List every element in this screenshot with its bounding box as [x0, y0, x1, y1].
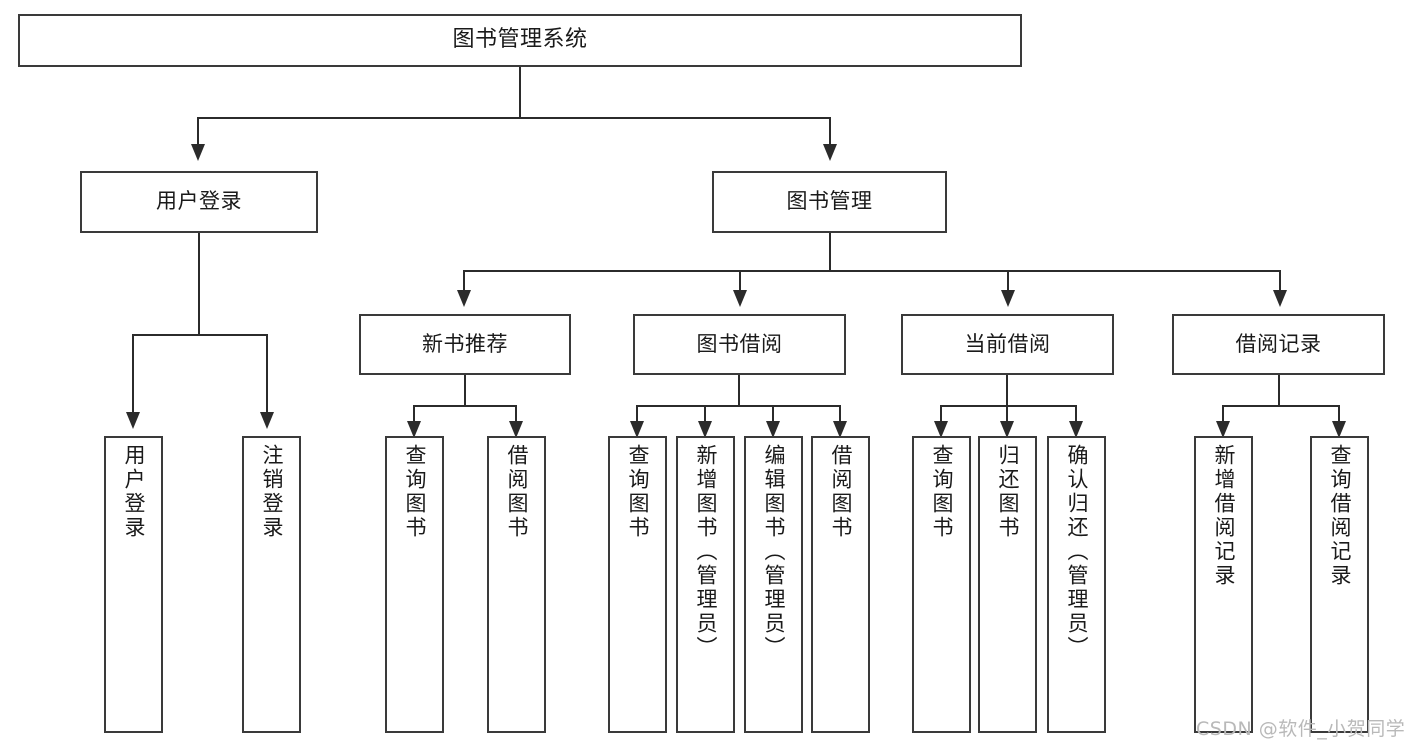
- edge-drop-user-login: [197, 117, 199, 146]
- node-root-book-management-system[interactable]: 图书管理系统: [18, 14, 1022, 67]
- edge-book-borrow-bus: [636, 405, 841, 407]
- node-label: 查询图书: [930, 444, 954, 540]
- node-label: 图书管理系统: [452, 27, 588, 53]
- edge-level2-bus: [463, 270, 1281, 272]
- arrow-book-borrow-leaf-1: [630, 421, 644, 438]
- edge-level1-bus: [197, 117, 831, 119]
- edge-user-login-drop-1: [132, 334, 134, 414]
- arrow-new-book-leaf-1: [407, 421, 421, 438]
- edge-level2-drop-4: [1279, 270, 1281, 292]
- arrow-level2-book-borrow: [733, 290, 747, 307]
- arrow-borrow-record-leaf-1: [1216, 421, 1230, 438]
- node-leaf-confirm-return-admin[interactable]: 确认归还（管理员）: [1047, 436, 1106, 733]
- edge-level2-drop-2: [739, 270, 741, 292]
- edge-book-management-stem: [829, 233, 831, 271]
- arrow-current-borrow-leaf-2: [1000, 421, 1014, 438]
- node-leaf-query-book-recommend[interactable]: 查询图书: [385, 436, 444, 733]
- node-label: 当前借阅: [964, 331, 1051, 356]
- node-leaf-user-login[interactable]: 用户登录: [104, 436, 163, 733]
- arrow-borrow-record-leaf-2: [1332, 421, 1346, 438]
- edge-current-borrow-stem: [1006, 375, 1008, 406]
- node-label: 图书管理: [786, 189, 873, 214]
- edge-current-borrow-drop-1: [940, 405, 942, 423]
- node-label: 新增借阅记录: [1212, 444, 1236, 588]
- edge-current-borrow-bus: [940, 405, 1077, 407]
- edge-borrow-record-drop-1: [1222, 405, 1224, 423]
- edge-drop-book-management: [829, 117, 831, 146]
- node-leaf-logout[interactable]: 注销登录: [242, 436, 301, 733]
- arrow-level2-new-book: [457, 290, 471, 307]
- node-label: 新增图书（管理员）: [694, 444, 718, 660]
- arrow-new-book-leaf-2: [509, 421, 523, 438]
- node-leaf-query-borrow-record[interactable]: 查询借阅记录: [1310, 436, 1369, 733]
- node-label: 注销登录: [260, 444, 284, 540]
- edge-book-borrow-stem: [738, 375, 740, 406]
- edge-current-borrow-drop-2: [1006, 405, 1008, 423]
- edge-user-login-stem: [198, 233, 200, 335]
- node-leaf-add-borrow-record[interactable]: 新增借阅记录: [1194, 436, 1253, 733]
- edge-level2-drop-1: [463, 270, 465, 292]
- arrow-level2-borrow-record: [1273, 290, 1287, 307]
- node-leaf-return-book[interactable]: 归还图书: [978, 436, 1037, 733]
- arrow-user-login: [191, 144, 205, 161]
- edge-level2-drop-3: [1007, 270, 1009, 292]
- edge-new-book-bus: [413, 405, 517, 407]
- node-leaf-add-book-admin[interactable]: 新增图书（管理员）: [676, 436, 735, 733]
- arrow-book-management: [823, 144, 837, 161]
- node-user-login[interactable]: 用户登录: [80, 171, 318, 233]
- node-current-borrow[interactable]: 当前借阅: [901, 314, 1114, 375]
- edge-book-borrow-drop-1: [636, 405, 638, 423]
- node-label: 新书推荐: [422, 331, 508, 356]
- edge-root-stem: [519, 67, 521, 118]
- node-label: 图书借阅: [696, 331, 783, 356]
- arrow-book-borrow-leaf-3: [766, 421, 780, 438]
- node-new-book-recommend[interactable]: 新书推荐: [359, 314, 571, 375]
- edge-book-borrow-drop-3: [772, 405, 774, 423]
- arrow-user-login-leaf-1: [126, 412, 140, 429]
- node-label: 归还图书: [996, 444, 1020, 540]
- node-label: 查询图书: [403, 444, 427, 540]
- edge-new-book-drop-2: [515, 405, 517, 423]
- node-label: 编辑图书（管理员）: [762, 444, 786, 660]
- arrow-current-borrow-leaf-1: [934, 421, 948, 438]
- node-leaf-edit-book-admin[interactable]: 编辑图书（管理员）: [744, 436, 803, 733]
- node-book-borrow[interactable]: 图书借阅: [633, 314, 846, 375]
- edge-new-book-stem: [464, 375, 466, 406]
- node-label: 用户登录: [122, 444, 146, 540]
- arrow-book-borrow-leaf-4: [833, 421, 847, 438]
- edge-new-book-drop-1: [413, 405, 415, 423]
- arrow-book-borrow-leaf-2: [698, 421, 712, 438]
- node-leaf-query-book-current[interactable]: 查询图书: [912, 436, 971, 733]
- node-leaf-borrow-book[interactable]: 借阅图书: [811, 436, 870, 733]
- node-label: 查询借阅记录: [1328, 444, 1352, 588]
- node-label: 借阅记录: [1235, 331, 1322, 356]
- node-book-management[interactable]: 图书管理: [712, 171, 947, 233]
- node-label: 用户登录: [156, 189, 242, 214]
- edge-book-borrow-drop-4: [839, 405, 841, 423]
- node-label: 确认归还（管理员）: [1065, 444, 1089, 660]
- arrow-level2-current-borrow: [1001, 290, 1015, 307]
- edge-user-login-bus: [132, 334, 268, 336]
- node-leaf-borrow-book-recommend[interactable]: 借阅图书: [487, 436, 546, 733]
- node-label: 借阅图书: [829, 444, 853, 540]
- edge-book-borrow-drop-2: [704, 405, 706, 423]
- arrow-current-borrow-leaf-3: [1069, 421, 1083, 438]
- edge-borrow-record-stem: [1278, 375, 1280, 406]
- node-borrow-record[interactable]: 借阅记录: [1172, 314, 1385, 375]
- arrow-user-login-leaf-2: [260, 412, 274, 429]
- node-label: 借阅图书: [505, 444, 529, 540]
- edge-current-borrow-drop-3: [1075, 405, 1077, 423]
- node-leaf-query-book[interactable]: 查询图书: [608, 436, 667, 733]
- edge-borrow-record-bus: [1222, 405, 1340, 407]
- edge-borrow-record-drop-2: [1338, 405, 1340, 423]
- node-label: 查询图书: [626, 444, 650, 540]
- edge-user-login-drop-2: [266, 334, 268, 414]
